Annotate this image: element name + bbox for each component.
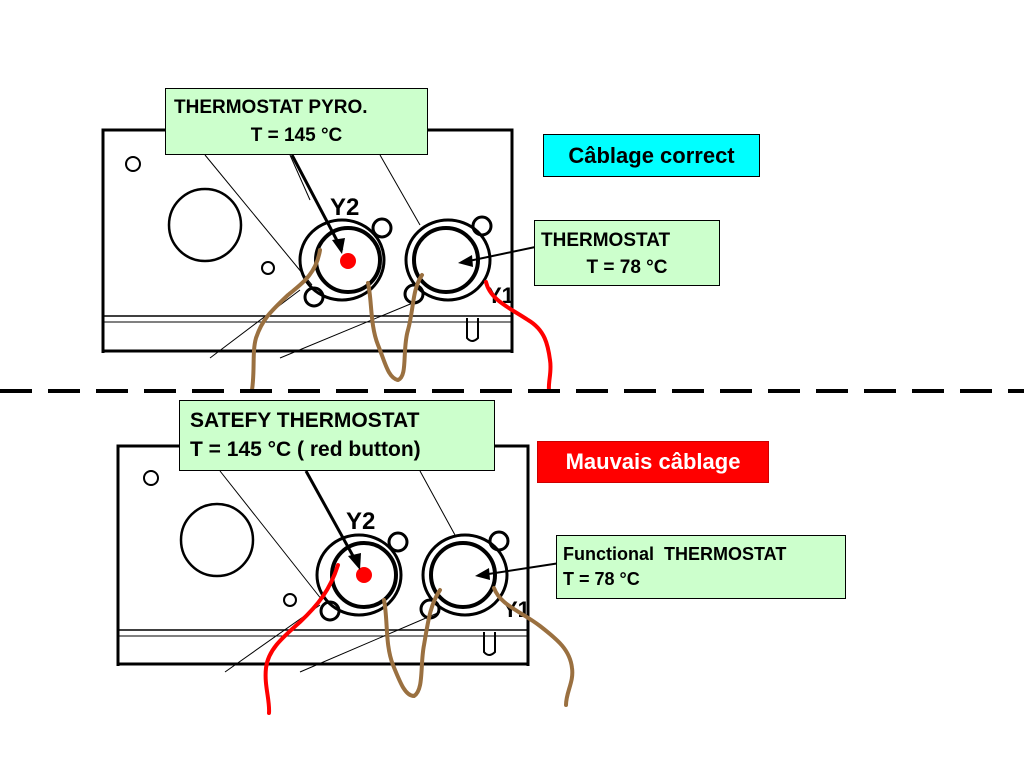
correct-wiring-badge: Câblage correct xyxy=(543,134,760,177)
pyro-label-line-1: THERMOSTAT PYRO. xyxy=(174,97,368,118)
top-y1-flange xyxy=(404,218,492,302)
bottom-wire-brown-right xyxy=(492,586,575,707)
arrow-head-icon xyxy=(458,255,473,267)
top-bracket-slot xyxy=(466,318,479,342)
top-leader-line xyxy=(379,154,421,226)
bottom-y2-thermostat xyxy=(315,531,409,622)
top-large-hole xyxy=(167,187,243,263)
top-leader-line xyxy=(289,154,311,201)
bottom-leader-line xyxy=(299,611,441,673)
pyro-label-line-2: T = 145 °C xyxy=(250,125,343,146)
red-button-icon xyxy=(340,253,356,269)
pyro-thermostat-label: THERMOSTAT PYRO. T = 145 °C xyxy=(165,88,428,155)
top-wires xyxy=(250,248,553,392)
top-hole-bottom-left xyxy=(261,261,275,275)
bottom-y1-ear-top xyxy=(488,530,510,552)
top-y2-flange xyxy=(298,218,386,302)
thermostat-label: THERMOSTAT T = 78 °C xyxy=(534,220,720,286)
bottom-arrow-functional xyxy=(481,562,561,576)
top-leader-line xyxy=(204,154,313,286)
top-y2-ear-bottom xyxy=(303,286,325,308)
arrow-head-icon xyxy=(348,553,361,570)
top-panel: Y2 Y1 xyxy=(101,128,541,359)
bottom-y1-flange xyxy=(421,533,509,617)
thermostat-label-line-1: THERMOSTAT xyxy=(541,230,671,251)
top-wire-brown-left xyxy=(250,248,322,392)
functional-label-line-2: T = 78 °C xyxy=(563,569,640,589)
bottom-bracket-slot xyxy=(483,632,496,656)
top-y1-ear-top xyxy=(471,215,493,237)
bottom-wires xyxy=(263,563,575,715)
bottom-arrow-safety xyxy=(304,470,360,566)
bottom-leader-line xyxy=(219,470,323,601)
bottom-panel: Y2 Y1 xyxy=(116,444,561,673)
safety-label-line-2: T = 145 °C ( red button) xyxy=(190,438,421,461)
top-bracket-outline xyxy=(101,128,514,353)
arrow-head-icon xyxy=(475,568,490,580)
bottom-y2-flange xyxy=(315,533,403,617)
top-wire-brown-middle xyxy=(366,273,424,382)
bottom-y2-ear-top xyxy=(387,531,409,553)
safety-thermostat-label: SATEFY THERMOSTAT T = 145 °C ( red butto… xyxy=(179,400,495,471)
top-small-hole xyxy=(125,156,141,172)
functional-label-line-1: Functional THERMOSTAT xyxy=(563,544,787,564)
top-y2-ear-top xyxy=(371,217,393,239)
bottom-large-hole xyxy=(179,502,255,578)
top-arrow-thermostat xyxy=(463,245,541,263)
bottom-y2-body xyxy=(330,541,398,609)
thermostat-label-line-2: T = 78 °C xyxy=(586,257,668,278)
bottom-small-hole xyxy=(143,470,159,486)
top-wire-red xyxy=(484,280,553,392)
top-leader-line xyxy=(279,299,421,359)
bottom-wire-brown-middle xyxy=(382,588,442,698)
safety-label-line-1: SATEFY THERMOSTAT xyxy=(190,409,420,432)
bottom-hole-bottom-left xyxy=(283,593,297,607)
bottom-y1-body xyxy=(429,541,497,609)
bottom-y2-ear-bottom xyxy=(319,600,341,622)
bottom-wire-red xyxy=(263,563,340,715)
bottom-leader-line xyxy=(419,470,456,536)
functional-thermostat-label: Functional THERMOSTAT T = 78 °C xyxy=(556,535,846,599)
wrong-wiring-badge: Mauvais câblage xyxy=(537,441,769,483)
top-leader-line xyxy=(209,289,301,359)
bottom-y2-mark: Y2 xyxy=(346,508,375,535)
top-y2-mark: Y2 xyxy=(330,194,359,221)
red-button-icon xyxy=(356,567,372,583)
top-arrow-pyro xyxy=(290,154,344,251)
arrow-head-icon xyxy=(332,238,345,254)
